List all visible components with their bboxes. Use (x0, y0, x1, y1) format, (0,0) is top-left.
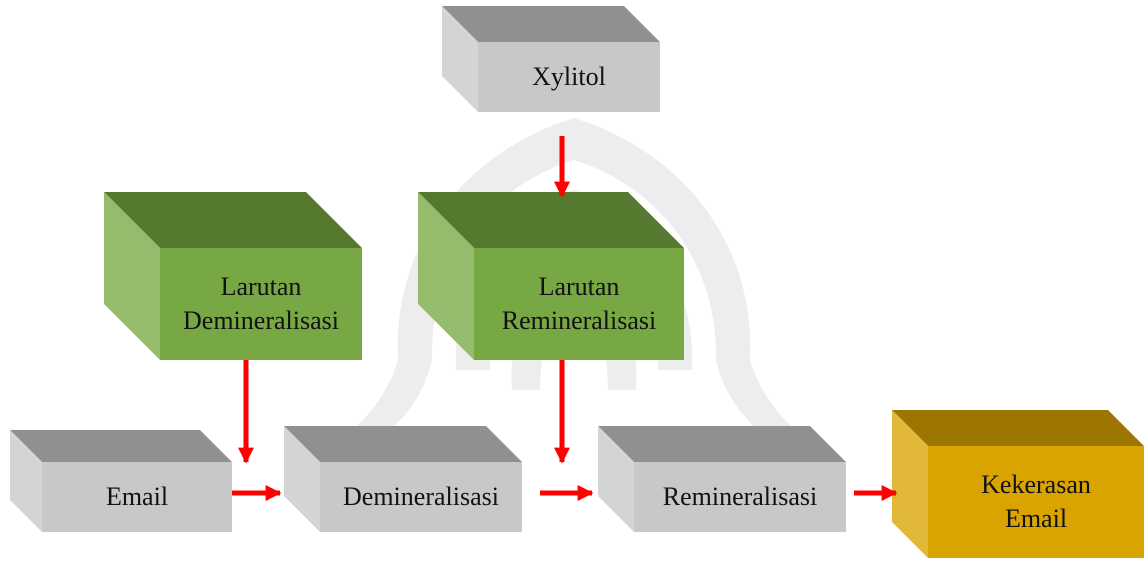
larutan-demineralisasi-box (104, 192, 362, 360)
demineralisasi-box (284, 426, 522, 532)
demineralisasi-box-side (284, 426, 320, 532)
larutan-demineralisasi-box-top (104, 192, 362, 248)
demineralisasi-box-front (320, 462, 522, 532)
larutan-remineralisasi-box-side (418, 192, 474, 360)
remineralisasi-box (598, 426, 846, 532)
larutan-remineralisasi-box-front (474, 248, 684, 360)
larutan-demineralisasi-label: Larutan Demineralisasi (183, 272, 339, 335)
kekerasan-email-box-top (892, 410, 1144, 446)
email-box-front (42, 462, 232, 532)
xylitol-box-side (442, 6, 478, 112)
kekerasan-email-label: Kekerasan Email (981, 470, 1091, 533)
remineralisasi-box-side (598, 426, 634, 532)
demineralisasi-box-top (284, 426, 522, 462)
kekerasan-email-box (892, 410, 1144, 558)
xylitol-box (442, 6, 660, 112)
larutan-demineralisasi-box-front (160, 248, 362, 360)
larutan-demineralisasi-box-side (104, 192, 160, 360)
xylitol-box-top (442, 6, 660, 42)
larutan-remineralisasi-box (418, 192, 684, 360)
email-box (10, 430, 232, 532)
remineralisasi-box-front (634, 462, 846, 532)
email-label: Email (105, 482, 169, 511)
email-box-top (10, 430, 232, 462)
watermark-shape-5 (716, 360, 848, 462)
xylitol-box-front (478, 42, 660, 112)
demineralisasi-label: Demineralisasi (343, 482, 499, 511)
kekerasan-email-box-front (928, 446, 1144, 558)
watermark-shape-4 (300, 360, 432, 462)
remineralisasi-box-top (598, 426, 846, 462)
kekerasan-email-box-side (892, 410, 928, 558)
larutan-remineralisasi-label: Larutan Remineralisasi (501, 272, 657, 335)
larutan-remineralisasi-box-top (418, 192, 684, 248)
remineralisasi-label: Remineralisasi (662, 482, 818, 511)
xylitol-label: Xylitol (532, 62, 606, 91)
watermark-shape-1 (397, 118, 751, 360)
email-box-side (10, 430, 42, 532)
